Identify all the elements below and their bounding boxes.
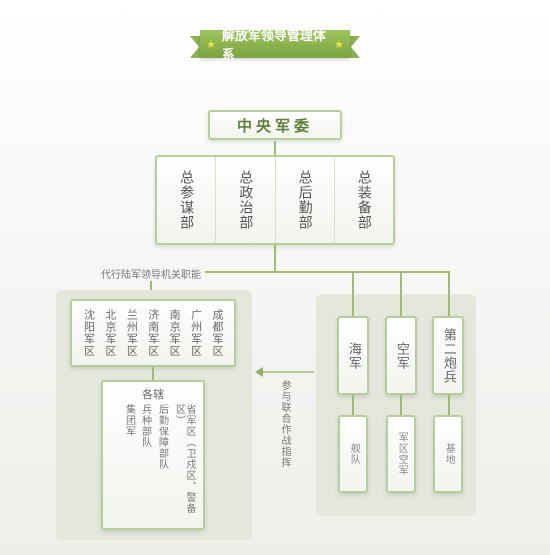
region-beijing: 北京军区 [103,309,117,357]
connector-horizontal [150,271,450,273]
branch-fleet: 舰队 [338,415,368,493]
service-navy: 海军 [337,316,369,395]
connector-cmc-departments [274,141,276,155]
joint-note: 参与联合作战指挥 [279,380,290,468]
subordinate-arms-units: 兵种部队 [139,404,151,448]
joint-arrow-line [262,371,314,373]
subordinate-logistics-units: 后勤保障部队 [156,404,168,470]
service-second-artillery: 第二炮兵 [432,316,464,395]
region-chengdu: 成都军区 [211,309,225,357]
region-shenyang: 沈阳军区 [82,309,96,357]
connector-navy-branch [352,395,354,415]
arrow-left-icon [255,367,263,377]
branch-regional-airforce: 军区空军 [386,415,416,493]
region-jinan: 济南军区 [146,309,160,357]
connector-regions-subs [152,367,154,380]
subordinate-provincial-districts: 省军区（卫戍区、警备区） [173,404,196,514]
regions-box: 沈阳军区 北京军区 兰州军区 济南军区 南京军区 广州军区 成都军区 [70,299,236,367]
star-icon: ★ [206,37,216,51]
subordinates-title: 各辖 [142,388,164,401]
departments-box: 总参谋部 总政治部 总后勤部 总装备部 [155,155,395,245]
cmc-box: 中央军委 [208,110,342,140]
star-icon: ★ [334,37,344,51]
department-general-political: 总政治部 [216,157,276,243]
branch-base: 基地 [433,415,463,493]
region-nanjing: 南京军区 [168,309,182,357]
connector-artillery-branch [448,395,450,415]
service-airforce: 空军 [385,316,417,395]
connector-to-ground [150,271,152,293]
connector-airforce [400,271,402,316]
region-lanzhou: 兰州军区 [125,309,139,357]
department-general-logistics: 总后勤部 [276,157,335,243]
page-title: 解放军领导管理体系 [221,29,326,63]
connector-second-artillery [448,271,450,316]
subordinate-group-army: 集团军 [123,404,135,437]
connector-departments-down [274,245,276,272]
department-general-staff: 总参谋部 [157,157,217,243]
region-guangzhou: 广州军区 [189,309,203,357]
ground-note: 代行陆军领导机关职能 [97,266,205,281]
subordinates-box: 各辖 集团军 兵种部队 后勤保障部队 省军区（卫戍区、警备区） [101,380,205,530]
title-ribbon: ★ 解放军领导管理体系 ★ [200,29,350,63]
connector-airforce-branch [400,395,402,415]
department-general-armament: 总装备部 [355,170,372,230]
connector-navy [352,271,354,316]
